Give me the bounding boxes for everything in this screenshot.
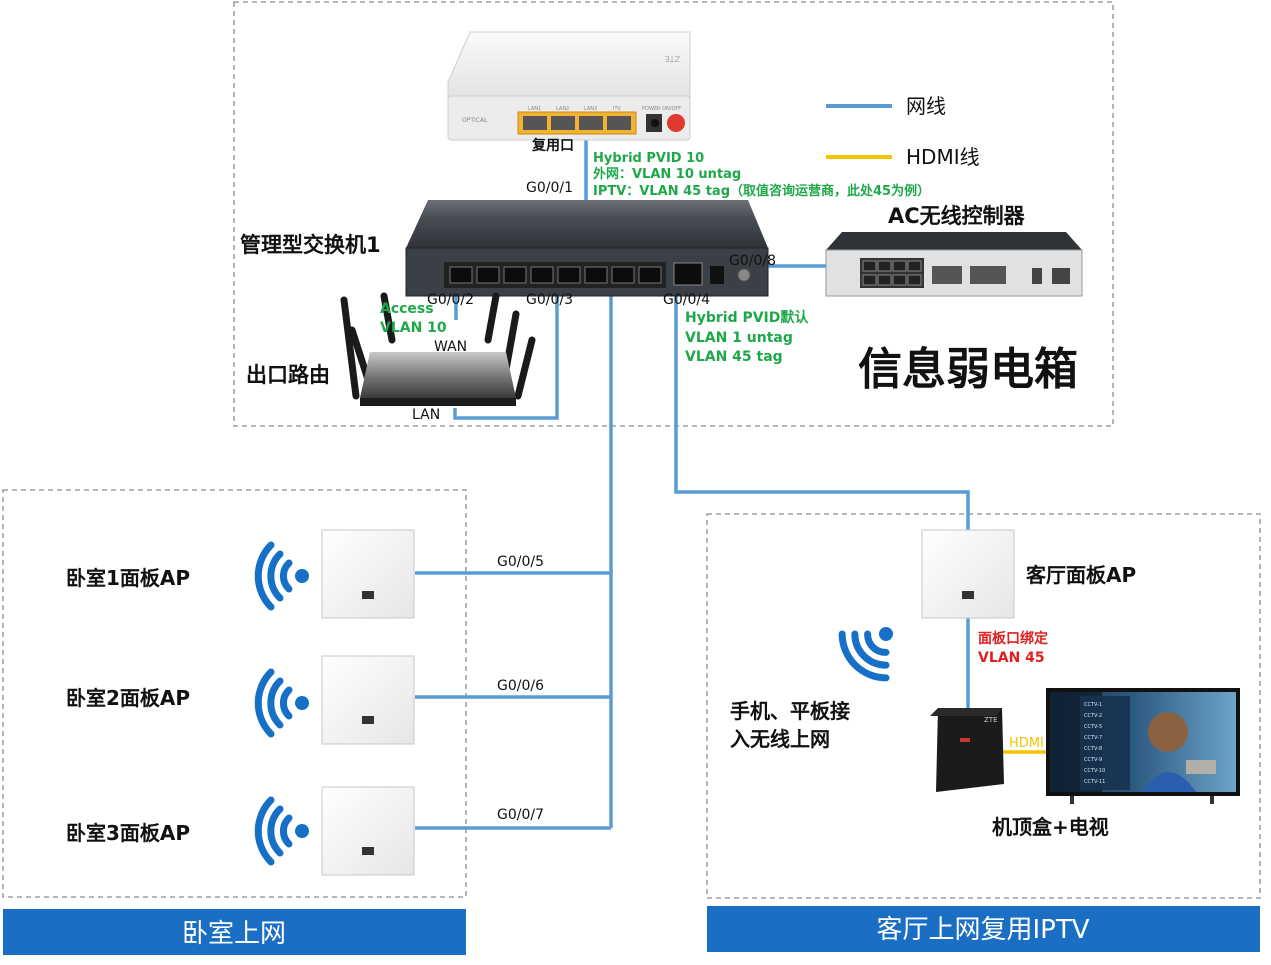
g4-annotation: VLAN 45 tag bbox=[685, 349, 783, 365]
devices-label: 手机、平板接 bbox=[730, 699, 850, 723]
onu-device: OPTICAL LAN1 LAN2 LAN3 ITV POWER ON/OFF … bbox=[447, 31, 691, 141]
living-banner bbox=[707, 906, 1260, 952]
port-label-g5: G0/0/5 bbox=[497, 554, 544, 570]
bind-annotation: 面板口绑定 bbox=[978, 630, 1048, 647]
onu-port-label: LAN2 bbox=[556, 106, 569, 112]
onu-brand: ZTE bbox=[665, 54, 680, 63]
exit-router bbox=[340, 292, 536, 406]
port-label-g7: G0/0/7 bbox=[497, 807, 544, 823]
onu-mux-port-label: 复用口 bbox=[531, 137, 574, 154]
ac-controller bbox=[825, 232, 1083, 297]
hdmi-tag: HDMI bbox=[1009, 736, 1044, 751]
onu-port-label: LAN3 bbox=[584, 106, 597, 112]
port-label-g3: G0/0/3 bbox=[526, 292, 573, 308]
tv-channel: CCTV-10 bbox=[1084, 768, 1105, 774]
ac-label: AC无线控制器 bbox=[888, 204, 1026, 228]
stb-tv-label: 机顶盒+电视 bbox=[992, 815, 1109, 839]
bind-annotation: VLAN 45 bbox=[978, 650, 1045, 666]
legend-hdmi-label: HDMI线 bbox=[906, 145, 980, 169]
onu-port-label: LAN1 bbox=[528, 106, 541, 112]
wifi-icon bbox=[258, 545, 309, 607]
switch-label: 管理型交换机1 bbox=[240, 233, 381, 257]
set-top-box: ZTE bbox=[930, 708, 1004, 792]
television: CCTV-1 CCTV-2 CCTV-5 CCTV-7 CCTV-8 CCTV-… bbox=[1046, 688, 1240, 804]
port-label-g6: G0/0/6 bbox=[497, 678, 544, 694]
wifi-icon bbox=[838, 627, 893, 682]
bedroom-ap-2 bbox=[258, 655, 415, 745]
living-ap-label: 客厅面板AP bbox=[1025, 563, 1136, 587]
tv-channel: CCTV-11 bbox=[1084, 779, 1105, 785]
port-label-g1: G0/0/1 bbox=[526, 180, 573, 196]
cabinet-region bbox=[233, 1, 1114, 427]
legend-ethernet-label: 网线 bbox=[906, 94, 946, 118]
tv-channel: CCTV-5 bbox=[1084, 724, 1102, 730]
onu-lan-block bbox=[517, 111, 637, 135]
uplink-annotation: Hybrid PVID 10 bbox=[593, 151, 704, 166]
uplink-annotation: IPTV：VLAN 45 tag（取值咨询运营商，此处45为例） bbox=[593, 183, 930, 199]
bedroom-ap-label: 卧室2面板AP bbox=[66, 686, 190, 710]
onu-optical-label: OPTICAL bbox=[462, 117, 488, 124]
wifi-icon bbox=[258, 800, 309, 862]
tv-channel: CCTV-7 bbox=[1084, 735, 1102, 741]
g4-annotation: VLAN 1 untag bbox=[685, 330, 793, 346]
living-ap bbox=[921, 529, 1015, 619]
onu-port-label: ITV bbox=[613, 106, 622, 112]
cabinet-title: 信息弱电箱 bbox=[858, 344, 1078, 395]
router-lan-label: LAN bbox=[412, 407, 440, 423]
port-label-g2: G0/0/2 bbox=[427, 292, 474, 308]
onu-power-button bbox=[667, 114, 685, 132]
port-label-g4: G0/0/4 bbox=[663, 292, 710, 308]
onu-power-label: POWER ON/OFF bbox=[642, 106, 681, 112]
g4-annotation: Hybrid PVID默认 bbox=[685, 309, 809, 326]
stb-brand: ZTE bbox=[984, 716, 998, 724]
bedroom-region bbox=[2, 489, 467, 898]
ethernet-cables bbox=[415, 136, 970, 830]
bedroom-ap-label: 卧室1面板AP bbox=[66, 566, 190, 590]
router-label: 出口路由 bbox=[246, 363, 330, 387]
wifi-icon bbox=[258, 672, 309, 734]
access-annotation: VLAN 10 bbox=[380, 320, 447, 336]
uplink-annotation: 外网：VLAN 10 untag bbox=[592, 166, 741, 182]
bedroom-banner bbox=[3, 909, 466, 955]
tv-channel: CCTV-1 bbox=[1084, 702, 1102, 708]
bedroom-ap-1 bbox=[258, 529, 415, 619]
tv-channel: CCTV-9 bbox=[1084, 757, 1102, 763]
tv-channel: CCTV-8 bbox=[1084, 746, 1102, 752]
legend: 网线 HDMI线 bbox=[826, 94, 980, 169]
managed-switch bbox=[405, 200, 769, 297]
bedroom-ap-label: 卧室3面板AP bbox=[66, 821, 190, 845]
access-annotation: Access bbox=[380, 301, 434, 317]
router-wan-label: WAN bbox=[434, 339, 467, 355]
port-label-g8: G0/0/8 bbox=[729, 253, 776, 269]
devices-label: 入无线上网 bbox=[730, 727, 830, 751]
bedroom-ap-3 bbox=[258, 786, 415, 876]
tv-channel: CCTV-2 bbox=[1084, 713, 1102, 719]
bedroom-banner-text: 卧室上网 bbox=[182, 919, 286, 949]
living-banner-text: 客厅上网复用IPTV bbox=[876, 915, 1089, 945]
